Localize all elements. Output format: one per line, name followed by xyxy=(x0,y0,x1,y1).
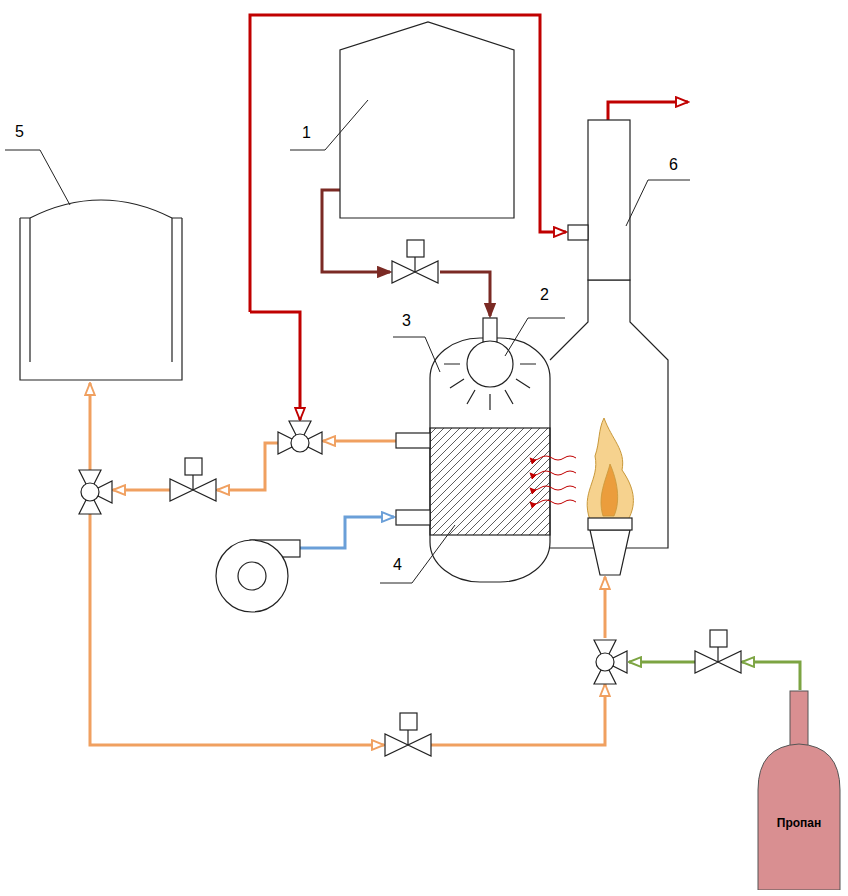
product-pipe xyxy=(113,489,170,492)
leader-line xyxy=(380,525,455,583)
propane-pipe xyxy=(629,661,695,664)
cylinder-label: Пропан xyxy=(757,816,841,830)
heat-arrow xyxy=(530,456,576,460)
valve-actuator xyxy=(400,713,417,730)
valve-ball xyxy=(81,483,99,501)
sprayer xyxy=(467,341,513,387)
valve-body xyxy=(695,646,741,673)
flue-gas-pipe xyxy=(250,312,300,420)
feed-pipe xyxy=(440,272,490,316)
leader-line xyxy=(5,150,70,205)
chimney-nozzle xyxy=(568,225,588,240)
callout-number: 1 xyxy=(302,124,311,142)
valve-actuator xyxy=(407,240,424,257)
leader-lines xyxy=(5,100,690,583)
tank-roof xyxy=(30,200,172,218)
valve-actuator xyxy=(710,630,727,647)
valve-ball xyxy=(291,434,309,452)
flue-gas-pipe xyxy=(250,15,566,312)
leader-line xyxy=(393,337,440,372)
callout-number: 3 xyxy=(402,312,411,330)
blower xyxy=(216,540,300,612)
valve-actuator xyxy=(185,458,202,475)
furnace-housing xyxy=(550,280,668,548)
leader-line xyxy=(290,100,368,150)
flame xyxy=(587,418,633,520)
feed-tank xyxy=(340,22,514,218)
product-tank xyxy=(20,200,182,380)
three-way-valve xyxy=(79,470,112,514)
valve-body xyxy=(385,729,431,756)
tank-jacket xyxy=(30,218,172,362)
control-valve xyxy=(695,630,741,673)
valve-ball xyxy=(596,653,614,671)
heat-arrow xyxy=(530,500,576,504)
control-valve xyxy=(392,240,438,283)
blower-housing xyxy=(216,540,288,612)
flame-core xyxy=(601,464,618,516)
valve-body xyxy=(170,474,216,501)
leader-line xyxy=(626,180,690,226)
burner-cone xyxy=(590,530,630,575)
three-way-valve xyxy=(278,421,322,454)
packed-bed xyxy=(430,428,550,535)
heat-arrows xyxy=(530,456,576,504)
callout-number: 5 xyxy=(15,123,24,141)
cylinder-neck xyxy=(790,691,808,747)
product-pipe xyxy=(323,440,396,443)
valve-body xyxy=(594,640,627,684)
heat-arrow xyxy=(530,486,576,490)
burner-cup xyxy=(588,518,632,530)
sprayer-pipe xyxy=(483,318,497,342)
exhaust-pipe xyxy=(608,102,688,120)
outlet-nozzle xyxy=(396,433,430,448)
control-valve xyxy=(385,713,431,756)
valve-body xyxy=(278,421,322,454)
product-pipe xyxy=(89,383,92,470)
blower-wheel xyxy=(238,562,266,590)
furnace xyxy=(550,120,668,548)
product-pipe xyxy=(217,443,278,490)
callout-number: 6 xyxy=(669,156,678,174)
propane-pipe xyxy=(742,662,800,690)
inlet-nozzle xyxy=(396,510,430,525)
product-pipe xyxy=(604,577,607,638)
valve-body xyxy=(392,256,438,283)
chimney xyxy=(588,120,630,280)
leader-line xyxy=(505,318,565,356)
gas-cylinder: Пропан xyxy=(757,690,841,890)
heat-arrow xyxy=(530,471,576,475)
control-valves xyxy=(170,240,741,756)
product-pipe xyxy=(431,684,605,745)
three-way-valve xyxy=(594,640,627,684)
pipes xyxy=(90,15,800,745)
callout-number: 4 xyxy=(393,556,402,574)
three-way-valves xyxy=(79,421,627,684)
burner xyxy=(587,418,633,575)
air-pipe xyxy=(300,517,394,548)
control-valve xyxy=(170,458,216,501)
valve-body xyxy=(79,470,112,514)
dryer-vessel xyxy=(396,318,550,582)
cylinder-shape xyxy=(757,690,841,890)
tank-wall xyxy=(20,217,182,218)
tank-wall xyxy=(20,218,182,380)
cylinder-body xyxy=(758,744,840,890)
callout-number: 2 xyxy=(540,286,549,304)
spray-lines xyxy=(444,364,536,410)
